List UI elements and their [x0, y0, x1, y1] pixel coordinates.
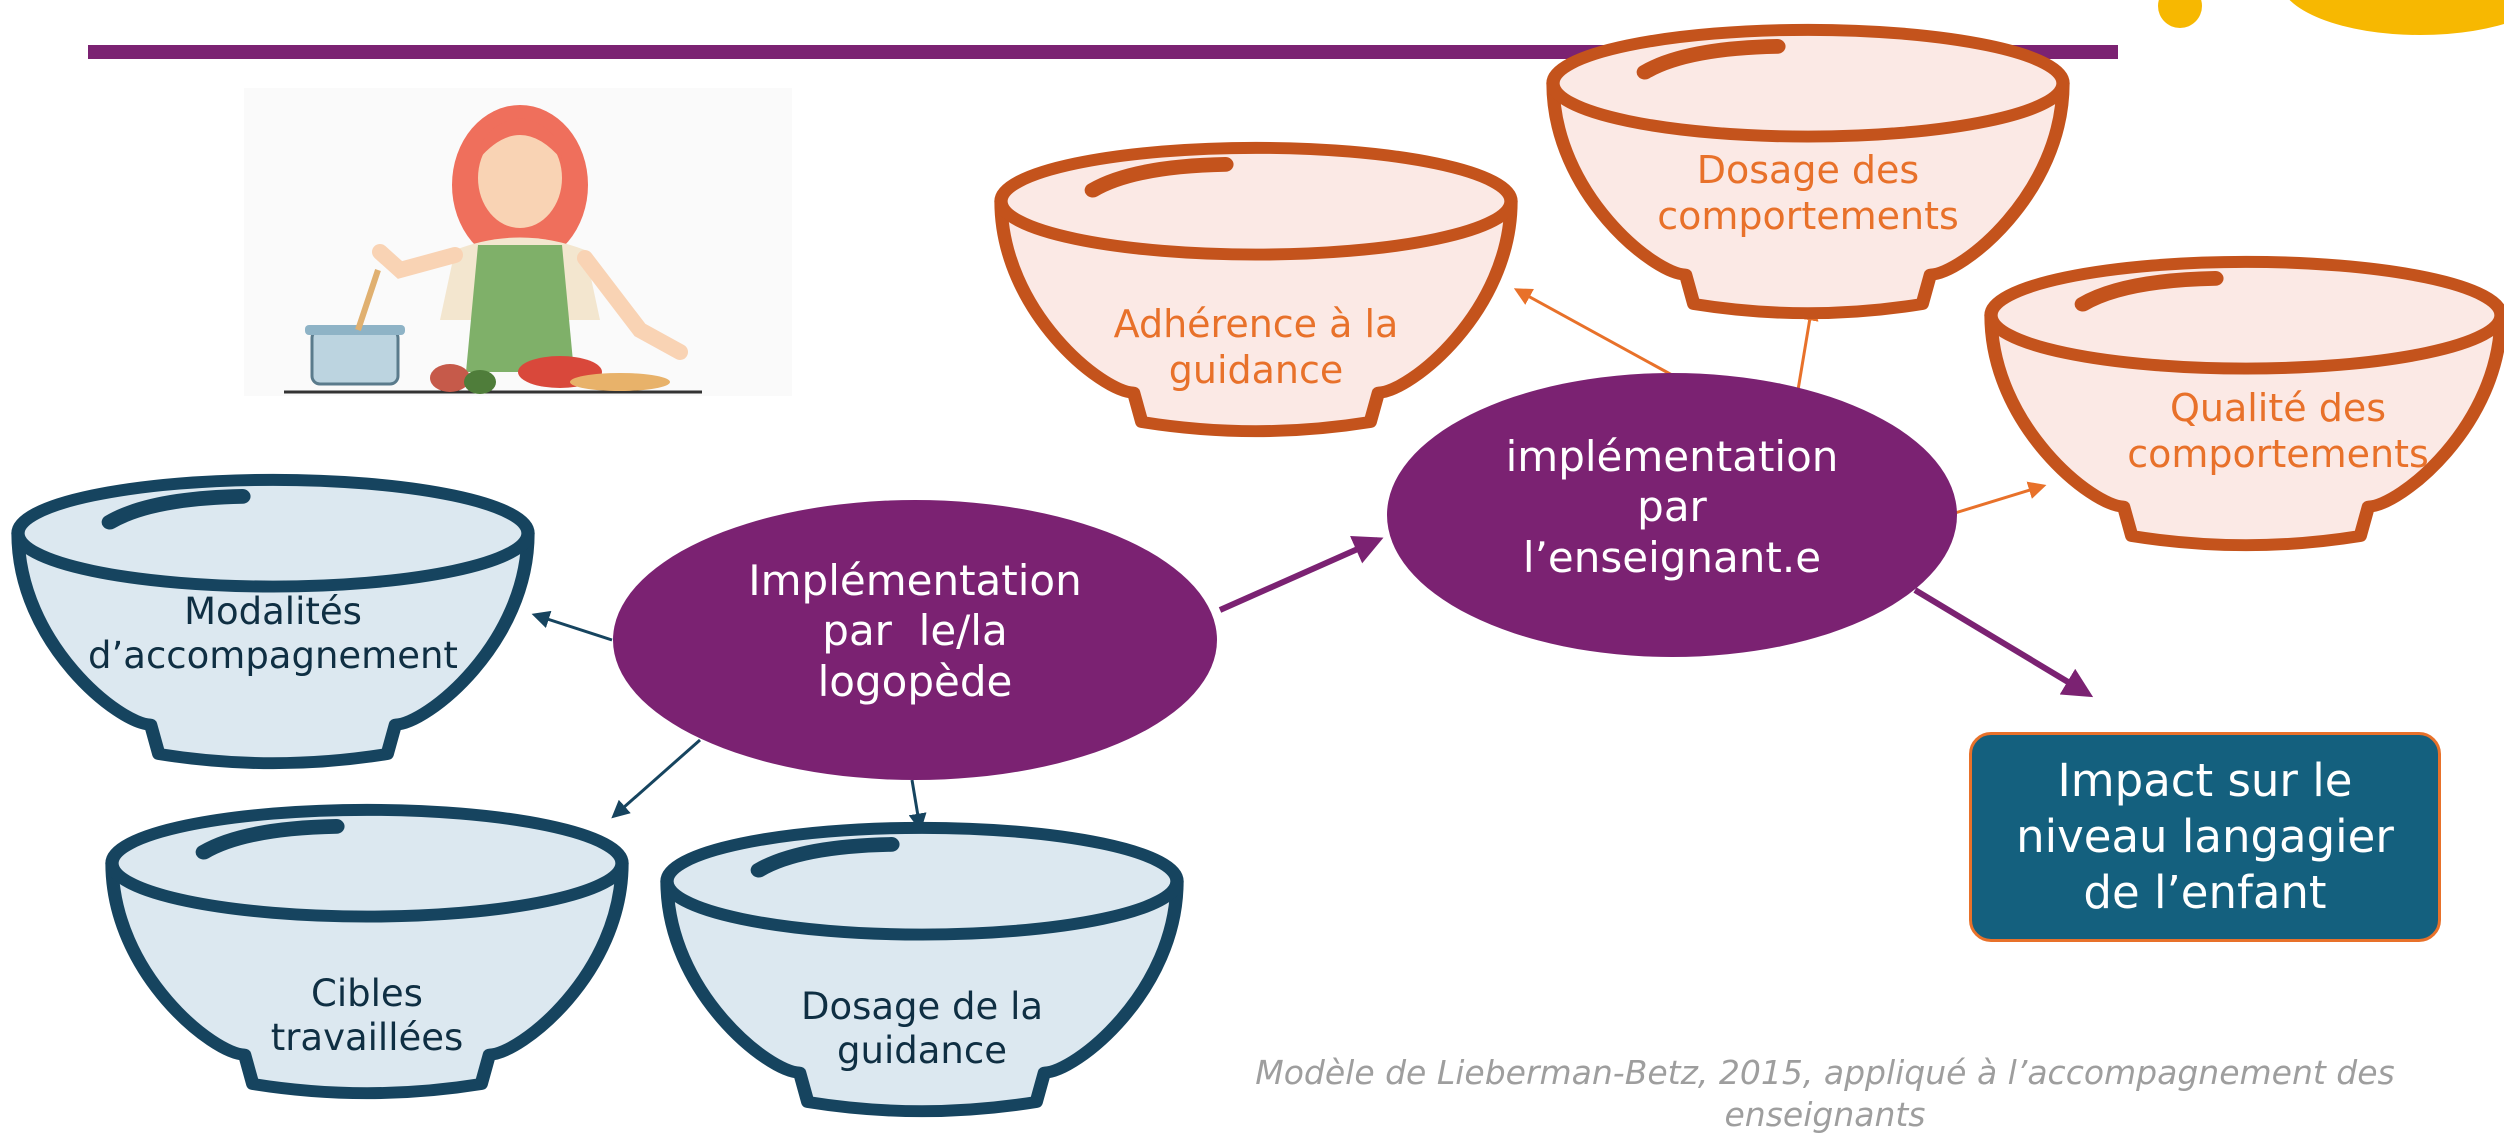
arrow-to-adherence	[1513, 288, 1673, 377]
label-line: Dosage de la	[800, 985, 1044, 1028]
arrow-to-modalites	[531, 610, 613, 642]
label-line: de l’enfant	[2083, 866, 2327, 920]
arrow-to-qualite	[1954, 481, 2047, 515]
label-line: niveau langagier	[2016, 809, 2394, 863]
label-qualite: Qualité des comportements	[2078, 386, 2478, 477]
label-line: par	[1637, 482, 1707, 532]
label-line: Qualité des	[2169, 386, 2387, 430]
label-line: guidance	[1168, 347, 1344, 392]
label-line: par le/la	[822, 606, 1008, 656]
yellow-corner-shape	[2289, 0, 2504, 35]
label-line: comportements	[1657, 193, 1959, 238]
label-dosage-guidance: Dosage de la guidance	[747, 985, 1097, 1074]
caption-line: enseignants	[1724, 1095, 1926, 1135]
oval-enseignant	[1387, 373, 1957, 657]
source-caption: Modèle de Lieberman-Betz, 2015, appliqué…	[1240, 1052, 2410, 1136]
label-modalites: Modalités d’accompagnement	[63, 590, 483, 679]
arrow-to-cibles	[611, 738, 701, 819]
label-cibles: Cibles travaillées	[207, 972, 527, 1061]
label-adherence: Adhérence à la guidance	[1076, 302, 1436, 393]
label-line: logopède	[817, 656, 1013, 706]
oval-logopede	[613, 500, 1217, 780]
impact-box: Impact sur le niveau langagier de l’enfa…	[1969, 732, 2441, 942]
arrow-logopede-to-enseignant	[1218, 536, 1384, 613]
label-line: travaillées	[270, 1016, 464, 1060]
label-line: guidance	[837, 1029, 1007, 1073]
label-enseignant: implémentation par l’enseignant.e	[1442, 432, 1902, 583]
label-line: Adhérence à la	[1113, 302, 1399, 346]
label-line: Impact sur le	[2057, 753, 2353, 807]
arrow-to-dosage-comportements	[1796, 302, 1819, 391]
impact-label: Impact sur le niveau langagier de l’enfa…	[2016, 753, 2394, 922]
label-line: implémentation	[1505, 432, 1839, 481]
yellow-dot	[2158, 0, 2202, 28]
label-dosage-comportements: Dosage des comportements	[1622, 148, 1994, 239]
cooking-woman-illustration	[244, 88, 792, 396]
caption-line: Modèle de Lieberman-Betz, 2015, appliqué…	[1255, 1053, 2395, 1092]
label-line: Cibles	[311, 972, 423, 1015]
label-line: Implémentation	[748, 556, 1082, 605]
arrow-enseignant-to-impact	[1913, 587, 2094, 698]
label-line: comportements	[2127, 431, 2429, 476]
label-line: d’accompagnement	[88, 634, 458, 678]
arrow-to-dosage-guidance	[908, 779, 927, 832]
label-line: Modalités	[184, 590, 362, 633]
label-line: Dosage des	[1696, 148, 1920, 192]
label-logopede: Implémentation par le/la logopède	[685, 556, 1145, 707]
label-line: l’enseignant.e	[1522, 532, 1822, 582]
